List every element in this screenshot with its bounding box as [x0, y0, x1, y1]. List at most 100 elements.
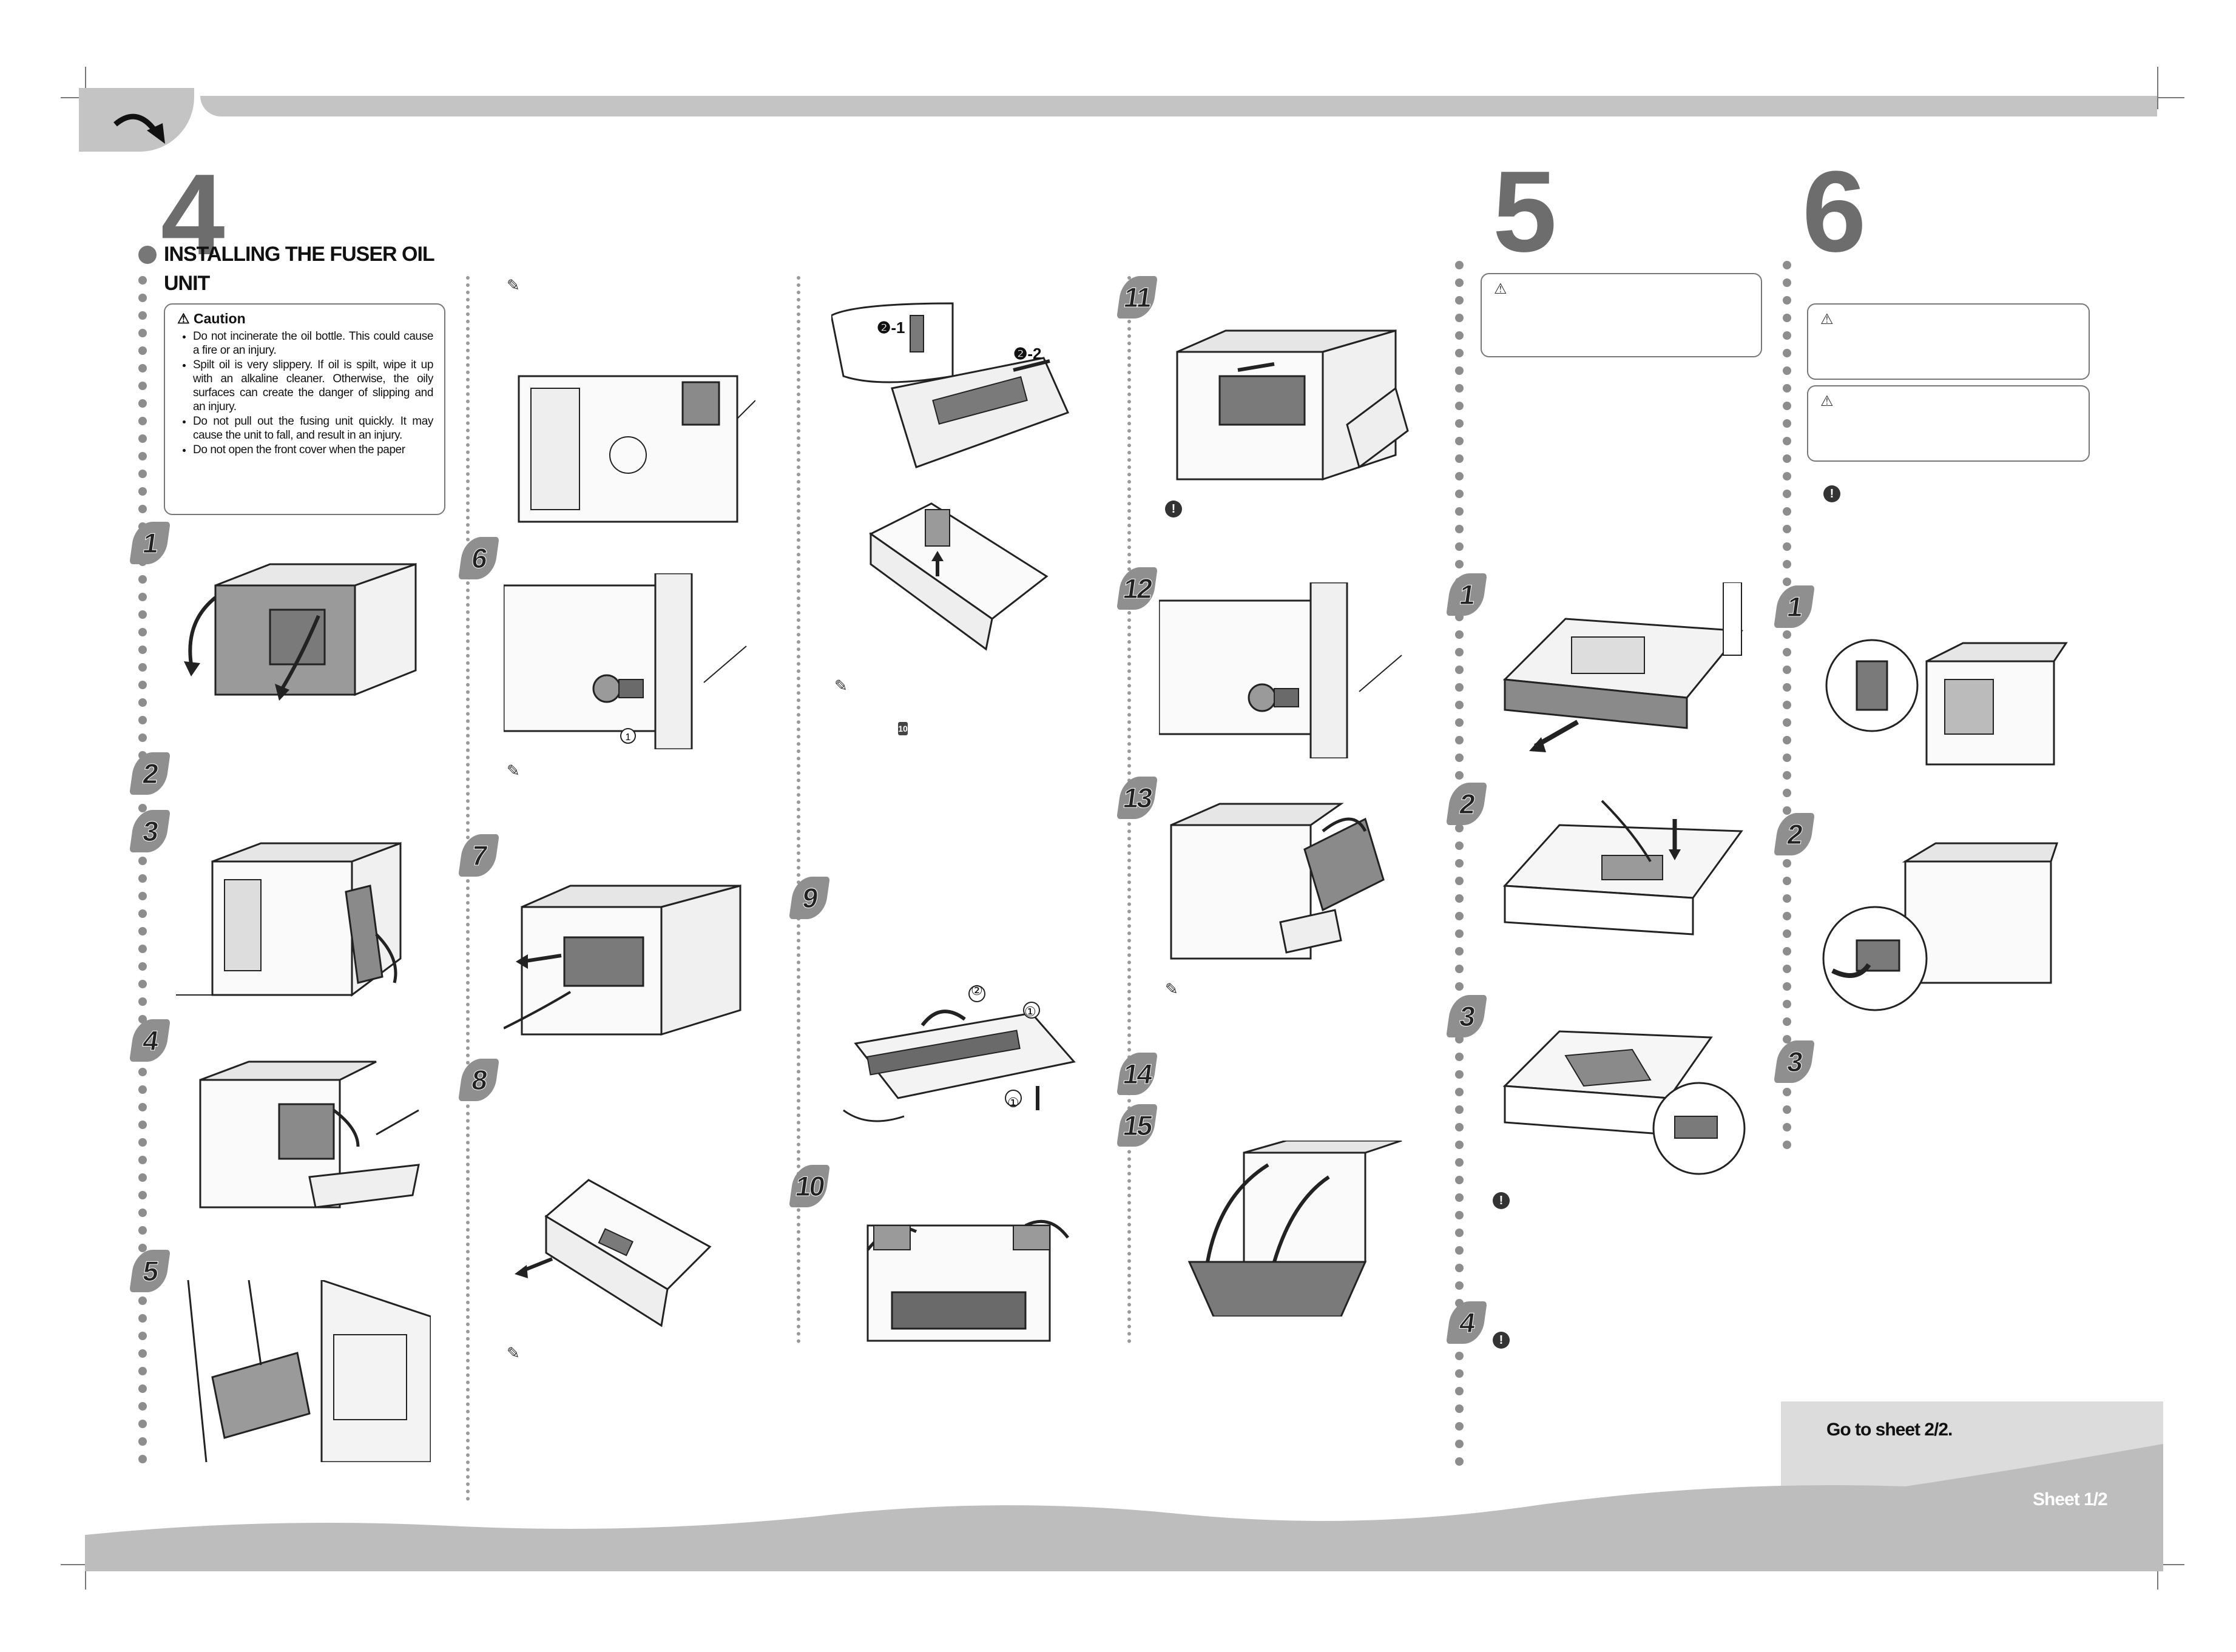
crop-mark: [2142, 97, 2184, 98]
column-dot: [1783, 507, 1791, 516]
warning-box: ⚠: [1807, 385, 2090, 462]
goto-next-sheet[interactable]: Go to sheet 2/2.: [1826, 1420, 1953, 1440]
step-number: 2: [129, 752, 171, 795]
close-front-cover-illustration: [1165, 315, 1414, 491]
step-number: 13: [1116, 777, 1158, 819]
column-dot: [1455, 1193, 1464, 1202]
column-dot: [138, 434, 147, 443]
pencil-note-icon: ✎: [834, 676, 848, 695]
column-dot: [1455, 560, 1464, 568]
column-dot: [1783, 630, 1791, 639]
column-dot: [138, 1121, 147, 1129]
crop-mark: [2157, 67, 2158, 109]
caution-item: Do not incinerate the oil bottle. This c…: [193, 329, 444, 357]
warning-triangle-icon: ⚠: [1820, 311, 1834, 328]
column-dot: [1783, 542, 1791, 551]
step-number: 3: [1774, 1040, 1815, 1083]
column-dot: [138, 646, 147, 654]
attach-oil-unit-illustration: [831, 965, 1080, 1141]
column-dot: [138, 470, 147, 478]
column-dot: [138, 716, 147, 724]
column-dot: [1783, 314, 1791, 322]
column-dot: [138, 804, 147, 812]
column-dot: [1455, 877, 1464, 885]
column-dot: [1455, 384, 1464, 393]
top-band: [200, 96, 2157, 116]
column-dot: [1455, 701, 1464, 709]
column-dot: [1455, 982, 1464, 991]
column-dot: [1783, 771, 1791, 780]
column-dot: [1783, 402, 1791, 410]
important-icon: !: [1823, 485, 1840, 502]
column-dot: [1783, 1123, 1791, 1131]
column-dot: [1783, 261, 1791, 269]
step-number: 2: [1446, 783, 1487, 825]
svg-text:1: 1: [626, 732, 631, 743]
step-number: 15: [1116, 1104, 1158, 1147]
column-dot: [138, 294, 147, 302]
crop-mark: [61, 1564, 103, 1565]
column-dot: [138, 1138, 147, 1147]
column-dot: [1455, 1281, 1464, 1290]
column-dot: [1455, 1211, 1464, 1219]
caution-item: Do not pull out the fusing unit quickly.…: [193, 414, 444, 442]
caution-heading-text: Caution: [194, 311, 246, 326]
column-dot: [1783, 1000, 1791, 1008]
column-dot: [1455, 912, 1464, 920]
column-dot: [138, 1420, 147, 1428]
column-dot: [1783, 718, 1791, 727]
column-dot: [1455, 1176, 1464, 1184]
column-dot: [138, 1349, 147, 1358]
close-side-cover-illustration: [1159, 795, 1414, 971]
section-title-line1: INSTALLING THE FUSER OIL: [164, 243, 435, 266]
column-dot: [1455, 1229, 1464, 1237]
column-dot: [138, 1103, 147, 1111]
column-dot: [1455, 1123, 1464, 1131]
column-dot: [1783, 859, 1791, 868]
release-lever-illustration: 1: [502, 572, 758, 750]
column-dot: [138, 857, 147, 865]
column-dot: [138, 1156, 147, 1164]
column-dot: [1455, 366, 1464, 375]
column-dot: [1783, 1035, 1791, 1043]
column-dot: [138, 892, 147, 900]
pencil-note-icon: ✎: [507, 1344, 520, 1362]
column-dot: [1783, 736, 1791, 744]
important-icon: !: [1165, 501, 1182, 518]
column-dots-6: [1783, 261, 1791, 1159]
column-dot: [1455, 841, 1464, 850]
column-dot: [1455, 402, 1464, 410]
column-dot: [1783, 877, 1791, 885]
sheet-number: Sheet 1/2: [2033, 1489, 2108, 1509]
column-dot: [1455, 1246, 1464, 1255]
step-number: 4: [1446, 1301, 1487, 1344]
column-dot: [138, 1314, 147, 1323]
column-dot: [1783, 578, 1791, 586]
column-dot: [1455, 683, 1464, 692]
column-dot: [1455, 630, 1464, 639]
column-dot: [1455, 1352, 1464, 1360]
column-dot: [138, 452, 147, 460]
column-dot: [1783, 454, 1791, 463]
column-dot: [1783, 525, 1791, 533]
column-dot: [138, 909, 147, 918]
column-dot: [1783, 1017, 1791, 1026]
step-number: 3: [1446, 995, 1487, 1037]
warning-box: ⚠: [1807, 303, 2090, 380]
column-dot: [1783, 472, 1791, 480]
column-dot: [138, 1437, 147, 1446]
step-number: 10: [789, 1165, 830, 1207]
column-dot: [138, 628, 147, 636]
column-dot: [1783, 789, 1791, 797]
column-dot: [1455, 1088, 1464, 1096]
step-number: 9: [789, 877, 830, 919]
callout-step9-a: ❷-1: [877, 319, 905, 337]
callout-text: -1: [891, 319, 905, 337]
column-dot: [1455, 1457, 1464, 1466]
column-dot: [1783, 894, 1791, 903]
caution-heading: ⚠ Caution: [177, 311, 246, 326]
column-dot: [1783, 278, 1791, 287]
paper-guide-adjust-illustration: [1493, 795, 1748, 965]
callout-step9-b: ❷-2: [1013, 345, 1042, 363]
column-dot: [1455, 894, 1464, 903]
